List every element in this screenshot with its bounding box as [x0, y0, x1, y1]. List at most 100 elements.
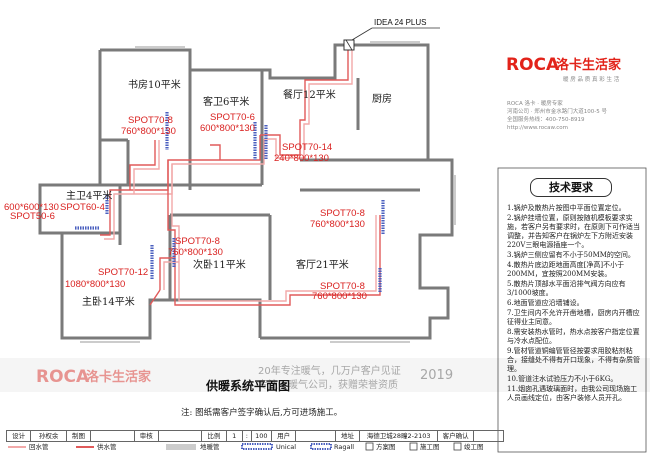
- svg-text:洛卡生活家: 洛卡生活家: [86, 369, 152, 385]
- title-block: 设计 孙权余 制图 审核 比例 1 : 100 用户 地址 海德卫城28疃2-2…: [6, 430, 505, 442]
- company-line: 河南公司 · 郑州市金水路门大道100-5 号: [507, 109, 607, 115]
- room-second-bedroom: 次卧11平米: [193, 258, 246, 271]
- legend-scheme: 方案图: [376, 443, 396, 451]
- user-label: 用户: [271, 430, 296, 442]
- address-value: 海德卫城28疃2-2103: [359, 430, 438, 442]
- audit-label: 审核: [133, 430, 158, 442]
- drawer-value: [90, 430, 134, 442]
- radiator-markers: [75, 112, 385, 292]
- boiler-icon: [343, 39, 355, 51]
- scale-den: 100: [250, 430, 272, 442]
- radiator-size: 1080*800*130: [65, 279, 125, 290]
- scale-label: 比例: [201, 430, 226, 442]
- address-label: 地址: [334, 430, 360, 442]
- svg-text:ROCA: ROCA: [36, 367, 90, 387]
- requirement-item: 3.锅炉三侧应留有不小于50MM的空间。: [507, 251, 635, 259]
- requirement-item: 6.地面管道应沿墙铺设。: [507, 299, 584, 307]
- room-master-bath: 主卫4平米: [66, 189, 112, 202]
- radiator-model: SPOT50-6: [10, 211, 55, 222]
- boiler-label: IDEA 24 PLUS: [374, 18, 426, 27]
- radiator-model: SPOT70-12: [98, 267, 148, 278]
- boiler-leader-line: [351, 27, 373, 41]
- requirement-item: 2.锅炉挂墙位置，原则按随机模板要求实施，若客户另有要求时，在原则下可作适当调整…: [507, 214, 640, 249]
- radiator-size: 760*800*130: [312, 291, 367, 302]
- radiator-model: SPOT70-8: [320, 281, 365, 292]
- watermark-line: 20年专注暖气，几万户客户见证: [258, 366, 401, 377]
- radiator-model: SPOT70-14: [282, 142, 332, 153]
- radiator-model: SPOT70-6: [210, 112, 255, 123]
- room-master-bedroom: 主卧14平米: [82, 295, 135, 308]
- legend-unical: Unical: [276, 443, 297, 451]
- legend-floor-pipe: 地暖管: [200, 443, 220, 451]
- brand-name: ROCA: [506, 55, 560, 75]
- scheme-checkbox: [365, 442, 374, 451]
- construction-checkbox: [409, 442, 418, 451]
- scale-num: 1: [225, 430, 242, 442]
- radiator-model: SPOT70-8: [320, 208, 365, 219]
- legend-completion: 竣工图: [464, 443, 484, 451]
- drawing-title: 供暖系统平面图: [206, 379, 291, 393]
- room-dining: 餐厅12平米: [283, 88, 336, 101]
- heating-pipes: [100, 48, 381, 306]
- requirements-box: [497, 167, 647, 453]
- walls: [38, 43, 454, 340]
- radiator-size: 600*600*130: [4, 202, 59, 213]
- requirement-item: 7.卫生间内不允许开凿地槽，厨房内开槽应征得业主同意。: [507, 309, 640, 326]
- window-lines: [80, 41, 456, 343]
- room-kitchen: 厨房: [372, 92, 392, 105]
- radiator-size: 760*800*130: [168, 247, 223, 258]
- room-study: 书房10平米: [128, 78, 181, 91]
- room-guest-bath: 客卫6平米: [203, 95, 249, 108]
- ragall-swatch: [310, 443, 332, 450]
- company-info: ROCA 洛卡 · 暖房专家 河南公司 · 郑州市金水路门大道100-5 号 全…: [507, 100, 647, 132]
- legend-swatches: [8, 442, 462, 451]
- legend-ragall: Ragall: [334, 443, 355, 451]
- roca-logo: ROCA 洛卡生活家 暖 房 品 质 真 彩 生 活: [506, 55, 622, 83]
- radiator-size: 760*800*130: [310, 219, 365, 230]
- scale-sep: :: [241, 430, 251, 442]
- radiator-size: 600*800*130: [200, 123, 255, 134]
- watermark-logo: ROCA 洛卡生活家: [36, 367, 152, 387]
- radiator-size: 240*800*130: [274, 153, 329, 164]
- requirement-item: 5.散热片顶部水平面沿排气阀方向应有3/1000坡度。: [507, 280, 626, 297]
- confirm-value: [473, 430, 505, 442]
- unical-swatch: [241, 443, 273, 450]
- requirements-list: 1.锅炉及散热片按图中平面位置定位。 2.锅炉挂墙位置，原则按随机模板要求实施，…: [507, 204, 643, 444]
- legend: 回水管 供水管 地暖管 Unical Ragall 方案图 施工图 竣工图: [6, 442, 504, 452]
- watermark-line: 专注于暖气公司，获赠荣誉资质: [258, 380, 398, 391]
- legend-construction: 施工图: [420, 443, 440, 451]
- brand-slogan: 暖 房 品 质 真 彩 生 活: [563, 75, 620, 83]
- requirement-item: 10.管道注水试验压力不小于6KG。: [507, 375, 618, 383]
- designer-value: 孙权余: [30, 430, 66, 442]
- legend-return-pipe: 回水管: [29, 443, 49, 451]
- floor-pipe-swatch: [166, 444, 196, 450]
- confirm-label: 客户确认: [437, 430, 474, 442]
- requirement-item: 11.烟囱孔遇玻璃面时，由我公司现场施工人员画线定位，由客户装修人员开孔。: [507, 385, 638, 402]
- room-living: 客厅21平米: [296, 258, 349, 271]
- draw-label: 制图: [65, 430, 91, 442]
- radiator-size: 760*800*130: [121, 126, 176, 137]
- radiator-model: SPOT60-4: [60, 202, 105, 213]
- radiator-labels: SPOT70-8 760*800*130 SPOT70-6 600*800*13…: [4, 112, 367, 302]
- watermark-band: 20年专注暖气，几万户客户见证 专注于暖气公司，获赠荣誉资质 2019: [0, 358, 650, 392]
- requirement-item: 8.需安装热水管时，热水点按客户指定位置与冷水点配位。: [507, 328, 640, 345]
- drawing-note: 注: 图纸需客户签字确认后,方可进场施工。: [181, 408, 343, 418]
- requirements-title: 技术要求: [530, 178, 612, 197]
- brand-name-cn: 洛卡生活家: [556, 57, 622, 73]
- requirement-item: 1.锅炉及散热片按图中平面位置定位。: [507, 204, 626, 212]
- user-value: [295, 430, 335, 442]
- room-labels: 书房10平米 客卫6平米 餐厅12平米 厨房 主卫4平米 次卧11平米 客厅21…: [66, 78, 392, 308]
- radiator-model: SPOT70-8: [128, 115, 173, 126]
- company-line: ROCA 洛卡 · 暖房专家: [507, 101, 563, 107]
- company-line[interactable]: http://www.rocaw.com: [507, 125, 568, 131]
- auditor-value: [157, 430, 202, 442]
- watermark-year: 2019: [420, 368, 454, 383]
- requirement-item: 4.散热片底边距地面高度[净高]不小于200MM，宜按照200MM安装。: [507, 261, 625, 278]
- design-label: 设计: [6, 430, 31, 442]
- completion-checkbox: [453, 442, 462, 451]
- legend-supply-pipe: 供水管: [97, 443, 117, 451]
- requirement-item: 9.管材管道铜编管管径按要求用胶粘剂粘合，接缝处不得有开口现象，不得有杂质管理。: [507, 347, 640, 373]
- company-line: 全国服务热线：400-750-8919: [507, 117, 585, 123]
- radiator-model: SPOT70-8: [175, 236, 220, 247]
